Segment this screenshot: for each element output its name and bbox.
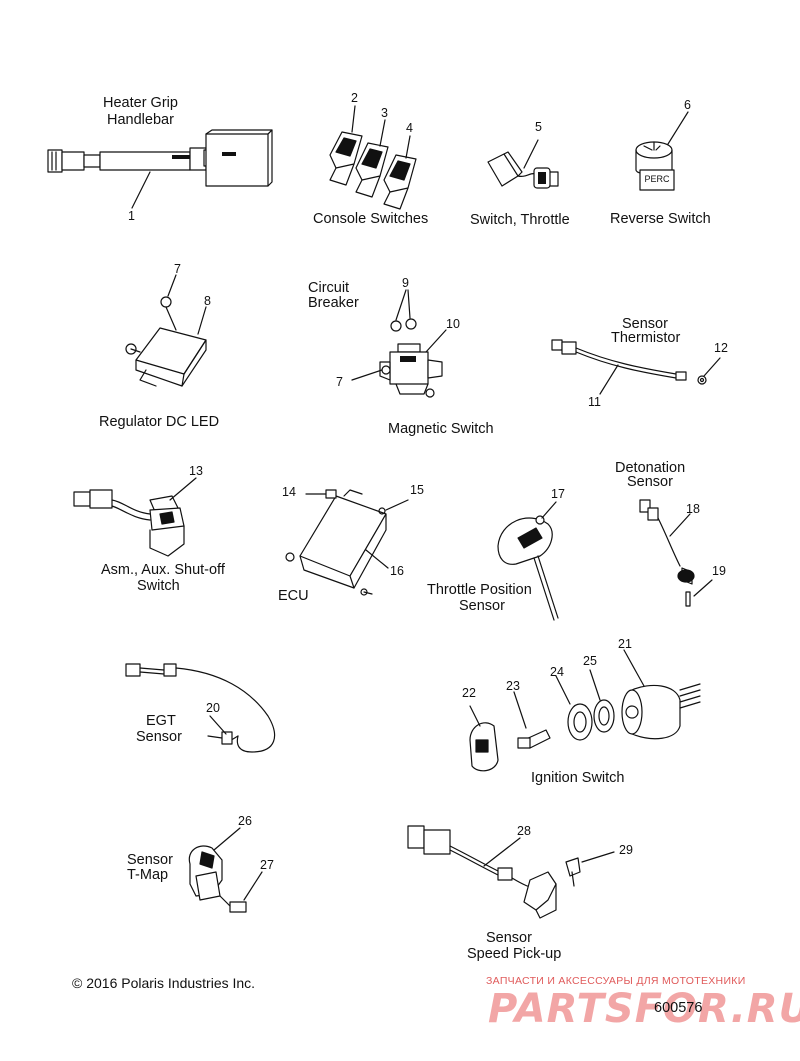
callout-20: 20 — [206, 701, 220, 715]
callout-22: 22 — [462, 686, 476, 700]
callout-14: 14 — [282, 485, 296, 499]
caption-pickup-line1: Sensor — [486, 930, 532, 946]
callout-6: 6 — [684, 98, 691, 112]
caption-tmap-line2: T-Map — [127, 867, 169, 883]
callout-19: 19 — [712, 564, 726, 578]
callout-3: 3 — [381, 106, 388, 120]
leader-1 — [131, 171, 151, 209]
callout-15: 15 — [410, 483, 424, 497]
ecu — [285, 489, 409, 596]
leader-12 — [703, 357, 721, 377]
caption-magnetic-switch: Magnetic Switch — [388, 421, 494, 437]
callout-2: 2 — [351, 91, 358, 105]
ignition-switch — [469, 649, 701, 772]
caption-shutoff-line1: Asm., Aux. Shut-off — [101, 562, 225, 578]
tmap-sensor — [188, 827, 263, 913]
callout-16: 16 — [390, 564, 404, 578]
console-switches — [329, 131, 417, 210]
leader-9a — [395, 289, 407, 321]
caption-egt-line2: Sensor — [136, 729, 182, 745]
callout-24: 24 — [550, 665, 564, 679]
leader-7a — [167, 274, 177, 297]
callout-8: 8 — [204, 294, 211, 308]
caption-egt-line1: EGT — [146, 713, 176, 729]
callout-9: 9 — [402, 276, 409, 290]
leader-3 — [379, 119, 386, 147]
callout-18: 18 — [686, 502, 700, 516]
caption-ignition-switch: Ignition Switch — [531, 770, 625, 786]
leader-8 — [197, 306, 207, 335]
leader-16 — [365, 549, 389, 569]
caption-reverse-switch: Reverse Switch — [610, 211, 711, 227]
leader-4 — [405, 135, 411, 159]
caption-shutoff-line2: Switch — [137, 578, 180, 594]
aux-shutoff-switch — [73, 477, 197, 557]
leader-11 — [599, 364, 619, 395]
egt-sensor — [125, 663, 276, 753]
callout-11: 11 — [588, 395, 601, 409]
callout-5: 5 — [535, 120, 542, 134]
caption-sensor-thermistor-line1: Sensor — [622, 316, 668, 332]
caption-regulator: Regulator DC LED — [99, 414, 220, 430]
copyright: © 2016 Polaris Industries Inc. — [72, 975, 256, 991]
callout-29: 29 — [619, 843, 633, 857]
watermark-tagline: ЗАПЧАСТИ И АКСЕССУАРЫ ДЛЯ МОТОТЕХНИКИ — [486, 975, 746, 987]
callout-27: 27 — [260, 858, 274, 872]
caption-console-switches: Console Switches — [313, 211, 429, 227]
thermistor-sensor — [551, 339, 707, 385]
caption-tps-line1: Throttle Position — [427, 582, 532, 598]
caption-circuit-breaker-line2: Breaker — [308, 295, 359, 311]
callout-7b: 7 — [336, 375, 343, 389]
speed-pickup-sensor — [407, 825, 615, 919]
magnetic-switch — [379, 318, 443, 398]
caption-heater-grip-line2: Handlebar — [107, 112, 174, 128]
callout-26: 26 — [238, 814, 252, 828]
callout-28: 28 — [517, 824, 531, 838]
callout-17: 17 — [551, 487, 565, 501]
caption-circuit-breaker-line1: Circuit — [308, 280, 350, 296]
throttle-switch — [487, 139, 559, 189]
callout-21: 21 — [618, 637, 632, 651]
regulator — [125, 296, 207, 387]
heater-grip-harness — [47, 129, 273, 187]
caption-tps-line2: Sensor — [459, 598, 505, 614]
callout-4: 4 — [406, 121, 413, 135]
caption-sensor-thermistor-line2: Thermistor — [611, 330, 681, 346]
caption-ecu: ECU — [278, 588, 309, 604]
caption-detonation-line1: Detonation — [615, 460, 686, 476]
perc-marking: PERC — [644, 174, 670, 184]
callout-12: 12 — [714, 341, 728, 355]
callout-13: 13 — [189, 464, 203, 478]
reverse-switch: PERC — [635, 111, 689, 191]
leader-10 — [425, 329, 447, 353]
leader-9b — [407, 289, 411, 319]
callout-23: 23 — [506, 679, 520, 693]
caption-detonation-line2: Sensor — [627, 474, 673, 490]
caption-heater-grip-line1: Heater Grip — [103, 95, 178, 111]
throttle-position-sensor — [497, 501, 559, 621]
watermark-logo: PARTSFOR.RU — [488, 986, 800, 1032]
callout-25: 25 — [583, 654, 597, 668]
callout-1: 1 — [128, 209, 135, 223]
callout-7a: 7 — [174, 262, 181, 276]
leader-2 — [351, 105, 356, 133]
drawing-number: 600576 — [654, 1000, 703, 1016]
detonation-sensor — [639, 499, 713, 607]
callout-10: 10 — [446, 317, 460, 331]
caption-tmap-line1: Sensor — [127, 852, 173, 868]
leader-7b — [351, 369, 383, 381]
caption-pickup-line2: Speed Pick-up — [467, 946, 562, 962]
caption-switch-throttle: Switch, Throttle — [470, 212, 570, 228]
